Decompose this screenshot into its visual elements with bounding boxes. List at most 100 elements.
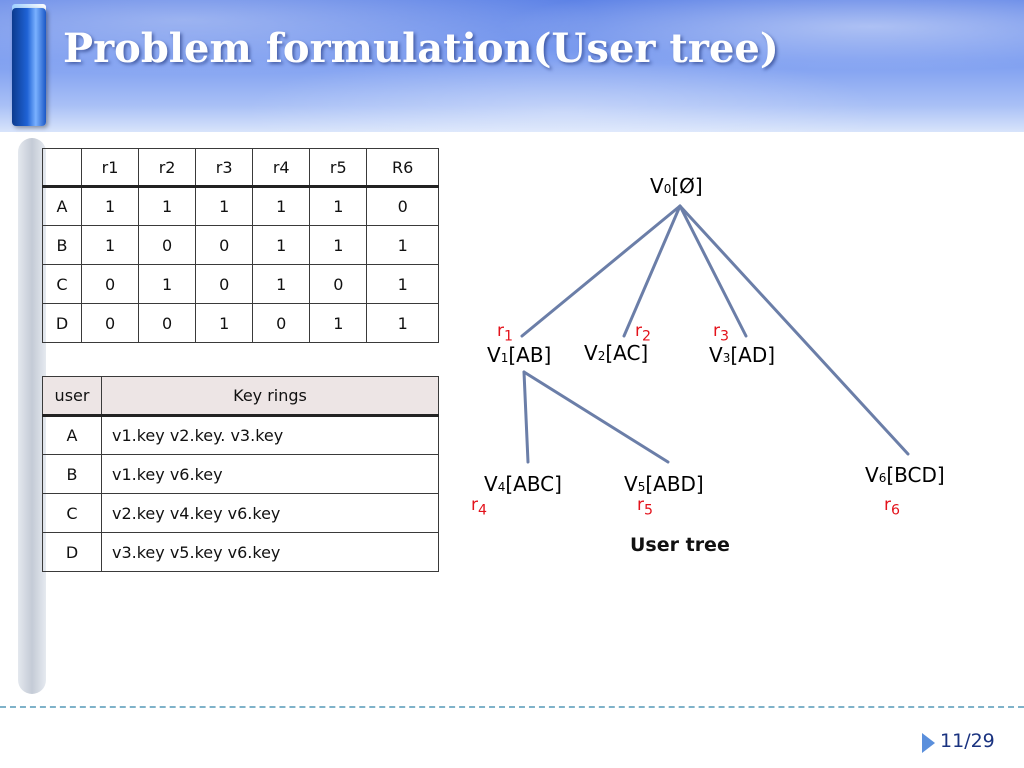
- node-prefix: V: [709, 343, 723, 367]
- matrix-row: C 0 1 0 1 0 1: [42, 264, 439, 304]
- user-role-matrix: r1 r2 r3 r4 r5 R6 A 1 1 1 1 1 0 B 1 0 0 …: [42, 148, 439, 343]
- matrix-header-r4: r4: [252, 148, 311, 188]
- keyrings-header-keys: Key rings: [101, 376, 439, 417]
- node-subscript: 4: [497, 480, 506, 494]
- label-subscript: 5: [644, 502, 654, 519]
- keyrings-user: C: [42, 493, 102, 533]
- keyrings-user: D: [42, 532, 102, 572]
- edge-label-r3: r3: [713, 321, 729, 344]
- matrix-corner-cell: [42, 148, 82, 188]
- tree-node-v5: V5[ABD]: [624, 472, 704, 496]
- node-prefix: V: [650, 174, 664, 198]
- page-number: 11/29: [940, 730, 995, 752]
- slide-title: Problem formulation(User tree): [63, 25, 779, 72]
- footer-divider: [0, 706, 1024, 708]
- keyrings-keys: v1.key v2.key. v3.key: [101, 415, 439, 455]
- label-prefix: r: [635, 321, 642, 341]
- keyrings-user: A: [42, 415, 102, 455]
- edge-label-r1: r1: [497, 321, 513, 344]
- matrix-cell: 1: [138, 264, 197, 304]
- key-rings-table: user Key rings A v1.key v2.key. v3.key B…: [42, 376, 439, 572]
- matrix-row: A 1 1 1 1 1 0: [42, 186, 439, 226]
- keyrings-keys: v3.key v5.key v6.key: [101, 532, 439, 572]
- node-set: [BCD]: [886, 463, 945, 487]
- accent-bar: [12, 8, 46, 126]
- edge-v0-v1: [520, 204, 682, 338]
- edge-label-r4: r4: [471, 495, 487, 518]
- node-set: [AD]: [730, 343, 776, 367]
- matrix-header-row: r1 r2 r3 r4 r5 R6: [42, 148, 439, 188]
- matrix-cell: 1: [138, 186, 197, 226]
- edge-label-r2: r2: [635, 321, 651, 344]
- keyrings-row: B v1.key v6.key: [42, 454, 439, 494]
- edge-v0-v3: [678, 204, 748, 338]
- tree-node-v6: V6[BCD]: [865, 463, 945, 487]
- title-banner: Problem formulation(User tree): [0, 0, 1024, 132]
- node-prefix: V: [865, 463, 879, 487]
- node-set: [ABD]: [645, 472, 704, 496]
- matrix-row: D 0 0 1 0 1 1: [42, 303, 439, 343]
- matrix-row-label: D: [42, 303, 82, 343]
- tree-node-v3: V3[AD]: [709, 343, 775, 367]
- edge-v0-v2: [622, 204, 682, 338]
- matrix-cell: 1: [195, 303, 254, 343]
- tree-caption: User tree: [630, 534, 730, 556]
- tree-node-v4: V4[ABC]: [484, 472, 562, 496]
- edge-label-r6: r6: [884, 495, 900, 518]
- matrix-cell: 0: [195, 264, 254, 304]
- matrix-cell: 0: [80, 303, 140, 343]
- matrix-row-label: C: [42, 264, 82, 304]
- tree-node-v1: V1[AB]: [487, 343, 551, 367]
- matrix-cell: 0: [138, 303, 197, 343]
- matrix-cell: 1: [366, 303, 439, 343]
- tree-node-v0: V0[Ø]: [650, 174, 703, 198]
- node-set: [ABC]: [505, 472, 562, 496]
- keyrings-header-row: user Key rings: [42, 376, 439, 417]
- node-prefix: V: [484, 472, 498, 496]
- node-subscript: 3: [722, 351, 731, 365]
- page-total: /29: [964, 730, 995, 752]
- matrix-cell: 1: [366, 264, 439, 304]
- matrix-header-r3: r3: [195, 148, 254, 188]
- keyrings-header-user: user: [42, 376, 102, 417]
- tree-node-v2: V2[AC]: [584, 341, 648, 365]
- matrix-cell: 1: [80, 225, 140, 265]
- label-subscript: 2: [642, 328, 652, 345]
- node-prefix: V: [584, 341, 598, 365]
- label-prefix: r: [471, 495, 478, 515]
- page-arrow-icon: [922, 733, 935, 753]
- matrix-cell: 0: [80, 264, 140, 304]
- edge-v1-v5: [522, 370, 670, 464]
- node-prefix: V: [487, 343, 501, 367]
- matrix-header-r5: r5: [309, 148, 368, 188]
- keyrings-row: D v3.key v5.key v6.key: [42, 532, 439, 572]
- matrix-cell: 1: [309, 186, 368, 226]
- node-set: [AB]: [508, 343, 552, 367]
- node-subscript: 2: [597, 349, 606, 363]
- matrix-cell: 1: [309, 303, 368, 343]
- node-set: [Ø]: [671, 174, 703, 198]
- label-prefix: r: [884, 495, 891, 515]
- matrix-cell: 1: [252, 225, 311, 265]
- label-subscript: 3: [720, 328, 730, 345]
- side-pillar-decoration: [18, 138, 46, 694]
- keyrings-row: A v1.key v2.key. v3.key: [42, 415, 439, 455]
- node-subscript: 1: [500, 351, 509, 365]
- edge-v1-v4: [522, 370, 530, 464]
- label-subscript: 4: [478, 502, 488, 519]
- node-set: [AC]: [605, 341, 649, 365]
- matrix-header-r6: R6: [366, 148, 439, 188]
- label-subscript: 6: [891, 502, 901, 519]
- node-subscript: 5: [637, 480, 646, 494]
- node-prefix: V: [624, 472, 638, 496]
- edge-v0-v6: [678, 204, 910, 456]
- matrix-header-r1: r1: [80, 148, 140, 188]
- node-subscript: 0: [663, 182, 672, 196]
- matrix-cell: 1: [252, 186, 311, 226]
- banner-glow: [0, 0, 1024, 132]
- label-prefix: r: [713, 321, 720, 341]
- edge-label-r5: r5: [637, 495, 653, 518]
- page-current: 11: [940, 730, 965, 752]
